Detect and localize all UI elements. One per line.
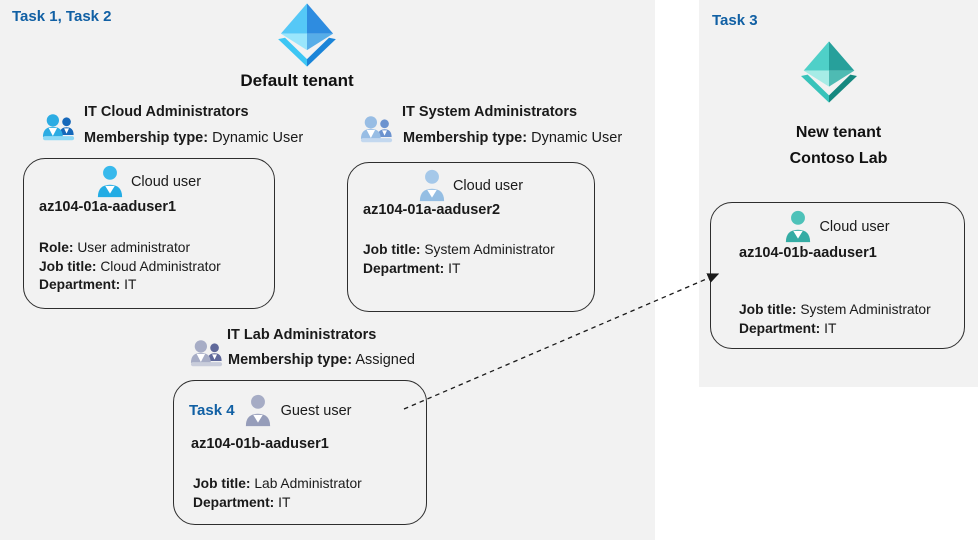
cloud-user-icon [419, 169, 445, 202]
user-details: Job title: System Administrator Departme… [363, 241, 555, 278]
job-title-line: Job title: System Administrator [739, 302, 931, 317]
cloud-user-icon [785, 210, 811, 243]
user-card-aaduser1: Cloud user az104-01a-aaduser1 Role: User… [23, 158, 275, 309]
group-icon-cloud-admins [42, 112, 76, 141]
card-header: Cloud user [348, 169, 594, 202]
membership-value: Assigned [355, 352, 415, 368]
group-icon-lab-admins [190, 338, 224, 367]
job-title-line: Job title: System Administrator [363, 242, 555, 257]
user-type-label: Guest user [280, 402, 352, 419]
new-tenant-title-line2: Contoso Lab [789, 150, 888, 167]
membership-value: Dynamic User [212, 130, 304, 146]
group-membership: Membership type: Dynamic User [403, 130, 622, 146]
membership-label: Membership type: [403, 130, 528, 146]
default-tenant-title: Default tenant [240, 71, 354, 90]
department-line: Department: IT [193, 494, 291, 510]
department-line: Department: IT [39, 277, 137, 292]
user-details: Job title: System Administrator Departme… [739, 301, 931, 338]
group-icon-system-admins [360, 114, 394, 143]
user-type-label: Cloud user [819, 218, 890, 235]
user-name: az104-01b-aaduser1 [191, 436, 329, 452]
guest-user-icon [245, 394, 271, 427]
new-tenant-user-card: Cloud user az104-01b-aaduser1 Job title:… [710, 202, 965, 349]
job-title-line: Job title: Cloud Administrator [39, 258, 221, 274]
card-header: Cloud user [24, 165, 274, 198]
department-line: Department: IT [363, 260, 461, 276]
guest-user-card: Task 4 Guest user az104-01b-aaduser1 Job… [173, 380, 427, 525]
role-line: Role: User administrator [39, 240, 191, 255]
user-type-label: Cloud user [452, 177, 524, 194]
task4-label: Task 4 [189, 402, 235, 419]
default-tenant-panel [0, 0, 655, 540]
task3-label: Task 3 [712, 12, 758, 29]
card-header: Task 4 Guest user [189, 394, 426, 427]
job-title-line: Job title: Lab Administrator [193, 476, 362, 491]
user-name: az104-01a-aaduser1 [39, 199, 177, 215]
azure-ad-tenant-icon [262, 2, 352, 68]
membership-value: Dynamic User [531, 130, 623, 146]
user-details: Role: User administrator Job title: Clou… [39, 239, 221, 295]
membership-label: Membership type: [84, 130, 209, 146]
new-tenant-title-line1: New tenant [795, 124, 882, 141]
department-line: Department: IT [739, 320, 837, 336]
membership-label: Membership type: [228, 352, 353, 368]
user-type-label: Cloud user [130, 173, 202, 190]
group-membership: Membership type: Assigned [228, 352, 415, 368]
group-name: IT System Administrators [402, 104, 578, 120]
cloud-user-icon [97, 165, 123, 198]
group-name: IT Cloud Administrators [84, 104, 249, 120]
card-header: Cloud user [711, 210, 964, 243]
user-details: Job title: Lab Administrator Department:… [193, 475, 362, 512]
user-card-aaduser2: Cloud user az104-01a-aaduser2 Job title:… [347, 162, 595, 312]
group-membership: Membership type: Dynamic User [84, 130, 303, 146]
task12-label: Task 1, Task 2 [12, 8, 112, 25]
user-name: az104-01a-aaduser2 [363, 202, 501, 218]
user-name: az104-01b-aaduser1 [739, 245, 877, 261]
azure-ad-new-tenant-icon [792, 40, 866, 104]
group-name: IT Lab Administrators [227, 327, 377, 343]
